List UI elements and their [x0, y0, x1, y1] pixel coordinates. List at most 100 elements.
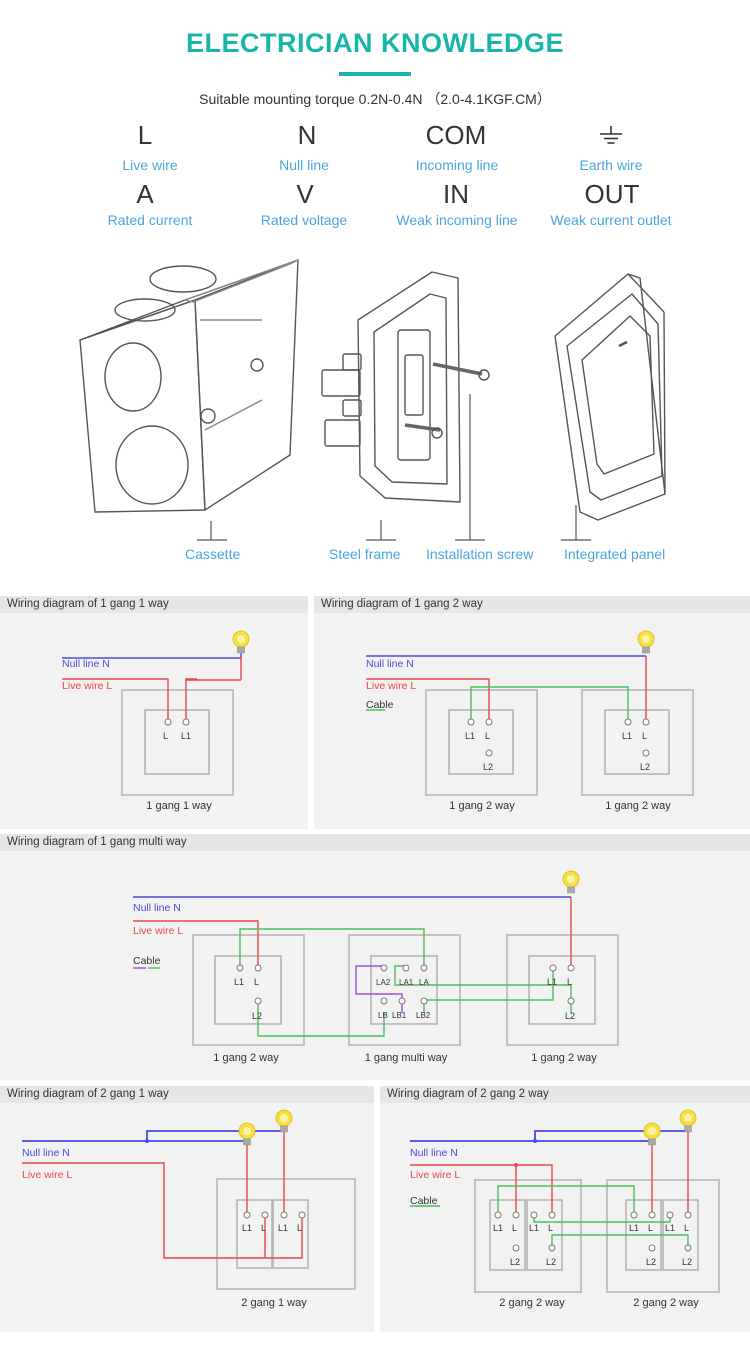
terminal-label: L2: [565, 1011, 575, 1021]
null-line-label: Null line N: [22, 1147, 70, 1159]
terminal-label: L1: [465, 731, 475, 741]
switch-caption: 2 gang 1 way: [241, 1297, 307, 1309]
diagram-1gang-multiway: [133, 896, 619, 1046]
parts-illustration: [79, 259, 666, 541]
label-rated-voltage: Rated voltage: [260, 212, 348, 228]
earth-ground-icon: [600, 126, 622, 144]
switch-caption: 1 gang 2 way: [213, 1052, 279, 1064]
terminal-label: L1: [529, 1223, 539, 1233]
cable-label: Cable: [366, 699, 394, 711]
bulb-icon: [679, 1109, 697, 1133]
symbol-rated-voltage: V: [296, 179, 314, 209]
cable-label: Cable: [410, 1195, 438, 1207]
diagram-title-2gang-2way: Wiring diagram of 2 gang 2 way: [380, 1086, 750, 1103]
symbol-out: OUT: [584, 179, 640, 209]
part-label-steel-frame: Steel frame: [329, 546, 401, 562]
bulb-icon: [637, 630, 655, 654]
terminal-label: L1: [493, 1223, 503, 1233]
bulb-icon: [232, 630, 250, 654]
null-line-label: Null line N: [410, 1147, 458, 1159]
terminal-label: LB: [378, 1011, 388, 1020]
symbol-com: COM: [425, 120, 487, 150]
terminal-label: L1: [242, 1223, 252, 1233]
terminal-label: L: [163, 731, 168, 741]
diagram-panel-2gang-1way: [0, 1086, 374, 1332]
null-line-label: Null line N: [366, 658, 414, 670]
live-wire-label: Live wire L: [410, 1169, 460, 1181]
switch-caption: 1 gang 2 way: [605, 800, 671, 812]
diagram-panel-1gang-multiway: [0, 834, 750, 1080]
diagram-1gang-1way: [62, 652, 242, 796]
diagram-title-2gang-1way: Wiring diagram of 2 gang 1 way: [0, 1086, 374, 1103]
steel-frame-illustration: [321, 271, 490, 503]
label-earth-wire: Earth wire: [579, 157, 643, 173]
symbol-rated-current: A: [136, 179, 154, 209]
terminal-label: LA: [419, 978, 429, 987]
terminal-label: L: [567, 977, 572, 987]
label-incoming-line: Incoming line: [415, 157, 499, 173]
diagram-panel-1gang-2way: [314, 596, 750, 829]
symbol-null: N: [297, 120, 317, 150]
diagram-title-1gang-multiway: Wiring diagram of 1 gang multi way: [0, 834, 750, 851]
terminal-label: L: [297, 1223, 302, 1233]
terminal-label: L: [642, 731, 647, 741]
live-wire-label: Live wire L: [133, 925, 183, 937]
switch-caption: 2 gang 2 way: [499, 1297, 565, 1309]
label-weak-current-outlet: Weak current outlet: [550, 212, 672, 228]
terminal-label: L1: [665, 1223, 675, 1233]
terminal-label: L1: [181, 731, 191, 741]
part-label-integrated-panel: Integrated panel: [564, 546, 666, 562]
switch-caption: 1 gang 2 way: [531, 1052, 597, 1064]
terminal-label: L2: [682, 1257, 692, 1267]
terminal-label: L2: [252, 1011, 262, 1021]
terminal-label: L1: [629, 1223, 639, 1233]
terminal-label: L: [261, 1223, 266, 1233]
cassette-illustration: [79, 259, 299, 513]
live-wire-label: Live wire L: [366, 680, 416, 692]
switch-caption: 1 gang multi way: [365, 1052, 448, 1064]
terminal-label: L1: [234, 977, 244, 987]
switch-caption: 1 gang 1 way: [146, 800, 212, 812]
terminal-label: LB2: [416, 1011, 431, 1020]
diagram-title-1gang-2way: Wiring diagram of 1 gang 2 way: [314, 596, 750, 613]
null-line-label: Null line N: [62, 658, 110, 670]
diagram-1gang-2way: [366, 655, 694, 796]
terminal-label: L1: [547, 977, 557, 987]
cable-label: Cable: [133, 955, 161, 967]
page-title: ELECTRICIAN KNOWLEDGE: [186, 28, 564, 58]
label-live-wire: Live wire: [122, 157, 178, 173]
terminal-label: LB1: [392, 1011, 407, 1020]
integrated-panel-illustration: [554, 273, 666, 521]
terminal-label: L: [684, 1223, 689, 1233]
label-weak-incoming-line: Weak incoming line: [396, 212, 518, 228]
diagram-title-1gang-1way: Wiring diagram of 1 gang 1 way: [0, 596, 308, 613]
live-wire-label: Live wire L: [62, 680, 112, 692]
terminal-label: L: [548, 1223, 553, 1233]
terminal-label: L: [648, 1223, 653, 1233]
terminal-label: L2: [546, 1257, 556, 1267]
switch-caption: 2 gang 2 way: [633, 1297, 699, 1309]
bulb-icon: [562, 870, 580, 894]
bulb-icon: [275, 1109, 293, 1133]
terminal-label: L2: [640, 762, 650, 772]
terminal-label: L1: [278, 1223, 288, 1233]
terminal-label: L2: [510, 1257, 520, 1267]
terminal-label: L1: [622, 731, 632, 741]
diagram-panel-1gang-1way: [0, 596, 308, 829]
terminal-label: L: [485, 731, 490, 741]
symbol-in: IN: [443, 179, 469, 209]
terminal-label: L2: [483, 762, 493, 772]
terminal-label: LA2: [376, 978, 391, 987]
diagram-2gang-2way: [410, 1123, 720, 1293]
terminal-label: L2: [646, 1257, 656, 1267]
terminal-label: L: [254, 977, 259, 987]
title-underline: [339, 72, 411, 76]
part-label-installation-screw: Installation screw: [426, 546, 534, 562]
symbol-live: L: [137, 120, 153, 150]
switch-caption: 1 gang 2 way: [449, 800, 515, 812]
diagram-2gang-1way: [22, 1123, 356, 1290]
mounting-torque-text: Suitable mounting torque 0.2N-0.4N （2.0-…: [199, 91, 551, 107]
label-null-line: Null line: [279, 157, 329, 173]
terminal-label: LA1: [399, 978, 414, 987]
